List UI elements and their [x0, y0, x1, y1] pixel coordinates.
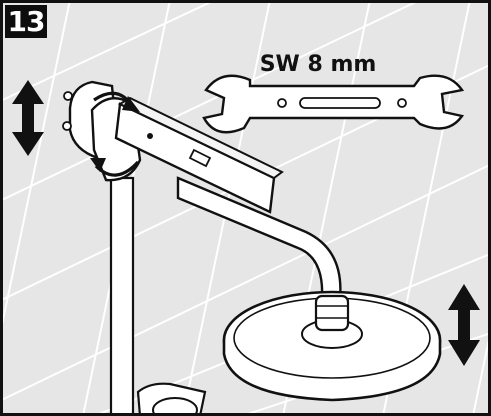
step-number-badge: 13: [5, 5, 47, 38]
level-vial: [188, 148, 212, 168]
shower-head: [222, 290, 442, 402]
vertical-adjust-arrow-icon: [448, 284, 480, 366]
rotation-arrowhead-icon: [90, 96, 140, 172]
lower-bracket: [136, 382, 207, 416]
bracket-screw: [63, 91, 73, 101]
wrench-icon: [202, 74, 465, 134]
wrench-slot: [299, 97, 381, 109]
riser-pipe: [109, 176, 207, 416]
vertical-adjust-arrow-icon: [12, 80, 44, 156]
swivel-joint: [314, 294, 350, 332]
bracket-screw: [62, 121, 72, 131]
spirit-level: [114, 96, 284, 214]
wrench-size-label: SW 8 mm: [259, 52, 377, 77]
